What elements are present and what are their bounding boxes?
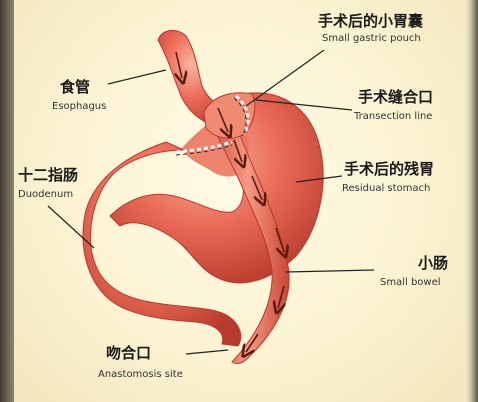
leader-line-bowel bbox=[286, 270, 374, 272]
label-duodenum-en: Duodenum bbox=[18, 190, 73, 200]
label-duodenum-zh: 十二指肠 bbox=[18, 168, 78, 183]
leader-line-esophagus bbox=[108, 70, 166, 84]
label-transection-en: Transection line bbox=[354, 112, 432, 122]
label-residual-en: Residual stomach bbox=[342, 184, 430, 194]
label-esophagus-en: Esophagus bbox=[52, 102, 106, 112]
leader-line-anastomosis bbox=[186, 350, 228, 354]
label-transection-zh: 手术缝合口 bbox=[358, 90, 433, 105]
leader-line-pouch bbox=[246, 50, 324, 106]
label-bowel-zh: 小肠 bbox=[418, 256, 448, 271]
label-anastomosis-en: Anastomosis site bbox=[98, 370, 183, 380]
label-pouch-zh: 手术后的小胃囊 bbox=[318, 14, 423, 29]
label-pouch-en: Small gastric pouch bbox=[322, 34, 421, 44]
label-residual-zh: 手术后的残胃 bbox=[344, 162, 434, 177]
label-bowel-en: Small bowel bbox=[380, 278, 441, 288]
label-esophagus-zh: 食管 bbox=[60, 80, 90, 95]
label-anastomosis-zh: 吻合口 bbox=[106, 346, 151, 361]
